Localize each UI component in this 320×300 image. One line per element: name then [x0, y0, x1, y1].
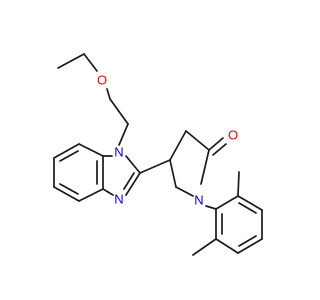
lactam-nitrogen-label: N [194, 193, 203, 208]
bond-aryl-5 [215, 238, 239, 254]
bond-c2-c4 [139, 159, 171, 174]
atom-labels: O N N N O [97, 73, 238, 208]
bond-benz-2 [53, 143, 80, 159]
bond-c3-c2 [185, 130, 210, 151]
bond-methyl-bottom [192, 238, 217, 256]
bond-carbonyl-2 [212, 143, 227, 156]
bond-c3a-n3 [102, 188, 114, 196]
bond-c2-n [200, 149, 210, 185]
bond-n3-c2 [125, 172, 141, 196]
bond-methyl-top [237, 171, 240, 197]
bond-aryl-4-inner [238, 235, 257, 247]
bond-benz-2-inner [59, 150, 79, 162]
bond-n-c5 [175, 186, 194, 197]
molecule-structure: O N N N O [53, 53, 263, 256]
bond-o-ch2 [106, 88, 111, 100]
imidazole-n1-label: N [114, 145, 123, 160]
bond-c2-n1 [125, 155, 141, 174]
carbonyl-oxygen-label: O [228, 128, 238, 143]
bond-ethyl-1 [57, 53, 85, 69]
bond-ethyl-2 [83, 53, 98, 72]
imidazole-n3-label: N [114, 192, 123, 207]
bond-c5-c4 [169, 159, 177, 188]
bond-benz-5 [78, 188, 104, 202]
bond-n3-c2-double [123, 172, 135, 190]
bond-benz-4-inner [59, 183, 79, 195]
bond-aryl-2-inner [238, 202, 257, 214]
bond-c4-c3 [169, 130, 187, 161]
bonds [53, 53, 263, 256]
ether-oxygen-label: O [97, 73, 107, 88]
bond-benz-4 [53, 186, 80, 202]
bond-benz-1 [78, 143, 104, 157]
bond-n-aryl [205, 205, 217, 210]
bond-carbonyl-1 [208, 137, 224, 151]
bond-aryl-1 [215, 195, 239, 210]
bond-ch2-n1 [118, 123, 129, 146]
bond-aryl-2 [237, 195, 263, 211]
bond-ch2-ch2 [109, 98, 129, 125]
bond-aryl-4 [237, 238, 263, 254]
